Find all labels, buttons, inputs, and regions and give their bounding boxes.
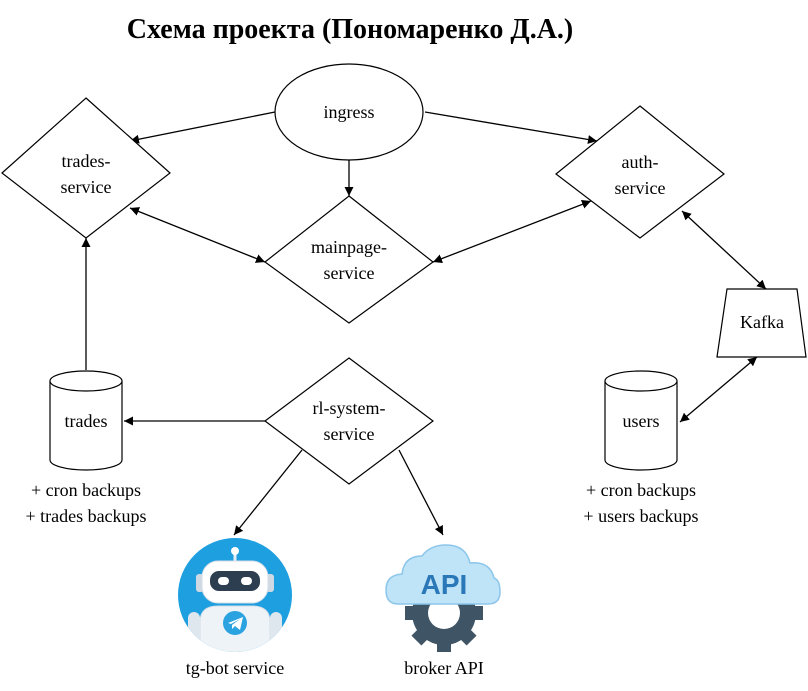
trades-service-label-line2: service <box>61 177 112 197</box>
edge-ingress-trades <box>129 111 276 144</box>
tg-bot-label: tg-bot service <box>186 658 284 678</box>
users-backups-note-line2: + users backups <box>583 506 698 526</box>
broker-api-label: broker API <box>404 658 484 678</box>
api-logo-text: API <box>421 569 468 600</box>
trades-backups-note-line2: + trades backups <box>25 506 146 526</box>
trades-db-label: trades <box>65 411 108 431</box>
kafka-label: Kafka <box>740 312 784 332</box>
auth-service-label-line2: service <box>615 178 666 198</box>
edge-ingress-auth <box>424 111 598 144</box>
edge-auth-kafka <box>681 210 767 290</box>
mainpage-service-label-line2: service <box>324 263 375 283</box>
users-db-node: users <box>604 370 678 471</box>
edges <box>81 111 767 536</box>
edge-auth-mainpage <box>432 200 592 263</box>
ingress-node: ingress <box>274 63 424 161</box>
trades-db-node: trades <box>49 370 123 471</box>
edge-rl-tgbot <box>233 449 303 536</box>
edge-trades-mainpage <box>129 207 266 263</box>
kafka-node: Kafka <box>716 288 807 358</box>
ingress-label: ingress <box>324 102 375 122</box>
mainpage-service-label-line1: mainpage- <box>311 237 387 257</box>
users-db-label: users <box>623 411 660 431</box>
rl-system-service-node: rl-system- service <box>264 357 434 485</box>
edge-kafka-users <box>679 356 758 423</box>
tg-bot-robot-icon <box>178 538 292 652</box>
rl-system-service-label-line2: service <box>324 424 375 444</box>
auth-service-label-line1: auth- <box>622 152 659 172</box>
edge-rl-broker <box>398 449 444 536</box>
users-backups-note-line1: + cron backups <box>586 480 696 500</box>
trades-service-label-line1: trades- <box>62 151 111 171</box>
diagram-title: Схема проекта (Пономаренко Д.А.) <box>127 14 573 45</box>
trades-service-node: trades- service <box>1 97 171 239</box>
trades-backups-note-line1: + cron backups <box>31 480 141 500</box>
mainpage-service-node: mainpage- service <box>264 195 434 324</box>
broker-api-gear-icon: API <box>385 544 501 652</box>
rl-system-service-label-line1: rl-system- <box>313 398 386 418</box>
auth-service-node: auth- service <box>555 105 725 239</box>
